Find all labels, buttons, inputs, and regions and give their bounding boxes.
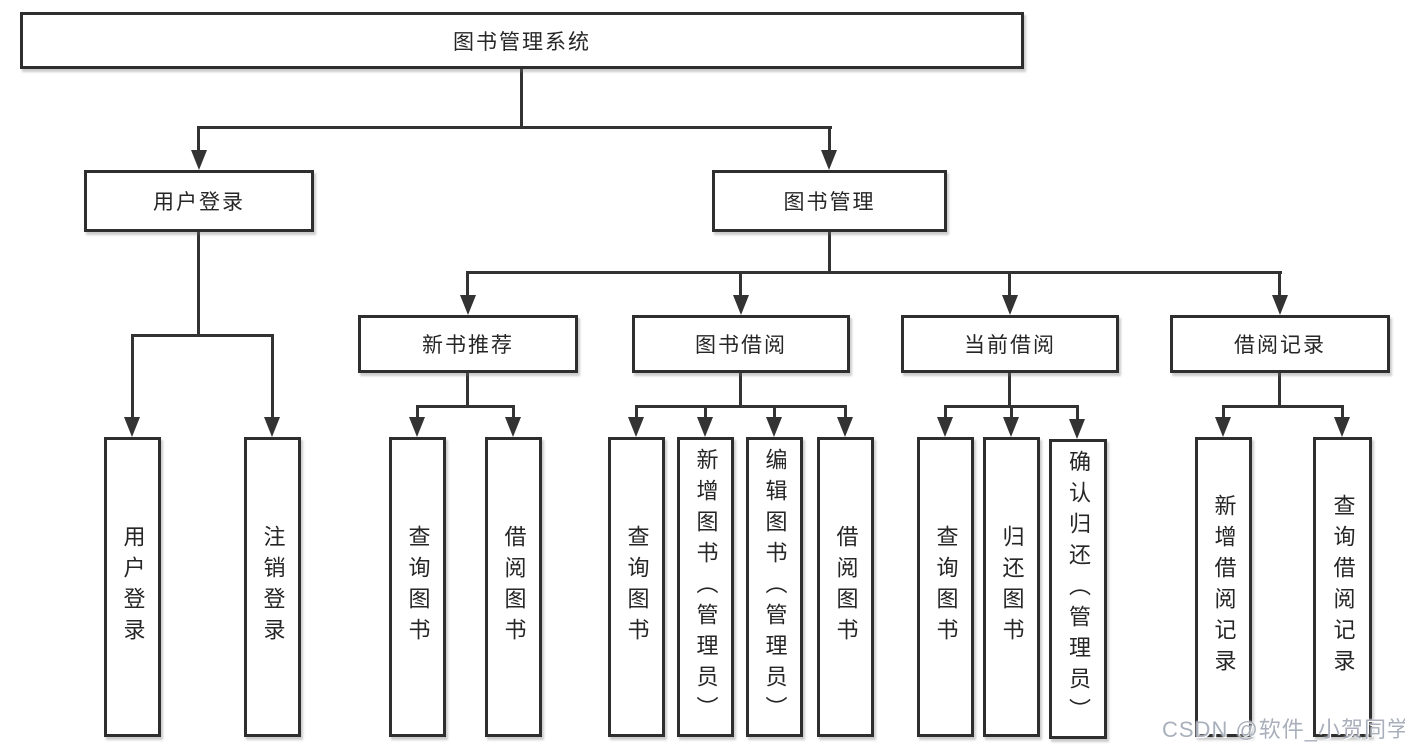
connector-drop-query-books-1 <box>416 405 419 423</box>
connector-drop-borrowing <box>739 271 742 298</box>
connector-login-stem <box>197 232 200 336</box>
leaf-edit-book-admin: 编辑图书（管理员） <box>746 437 803 737</box>
connector-drop-leaf-user-login <box>131 334 134 420</box>
arrow-down-icon <box>1334 417 1350 437</box>
arrow-down-icon <box>1003 417 1019 437</box>
connector-records-rail <box>1222 405 1344 408</box>
arrow-down-icon <box>766 417 782 437</box>
leaf-logout: 注销登录 <box>244 437 301 737</box>
connector-drop-current <box>1008 271 1011 298</box>
arrow-down-icon <box>837 417 853 437</box>
arrow-down-icon <box>505 417 521 437</box>
arrow-down-icon <box>1069 419 1085 439</box>
arrow-down-icon <box>1272 295 1288 315</box>
node-current-borrowing: 当前借阅 <box>901 315 1119 373</box>
connector-records-stem <box>1278 373 1281 407</box>
arrow-down-icon <box>937 417 953 437</box>
connector-login-rail <box>131 334 274 337</box>
connector-drop-borrow-books-1 <box>512 405 515 423</box>
node-user-login: 用户登录 <box>84 170 314 232</box>
arrow-down-icon <box>1215 417 1231 437</box>
connector-drop-borrow-books-2 <box>844 405 847 423</box>
node-root-system: 图书管理系统 <box>20 12 1024 69</box>
connector-level2-rail <box>197 126 832 129</box>
arrow-down-icon <box>409 417 425 437</box>
leaf-user-login: 用户登录 <box>104 437 161 737</box>
node-book-borrowing: 图书借阅 <box>632 315 850 373</box>
leaf-query-borrow-record: 查询借阅记录 <box>1313 437 1372 737</box>
connector-drop-leaf-logout <box>271 334 274 420</box>
connector-drop-query-books-3 <box>944 405 947 423</box>
connector-current-stem <box>1008 373 1011 407</box>
arrow-down-icon <box>733 295 749 315</box>
connector-drop-user-login <box>197 126 200 154</box>
connector-drop-book-management <box>828 126 831 154</box>
arrow-down-icon <box>264 417 280 437</box>
leaf-add-borrow-record: 新增借阅记录 <box>1195 437 1252 737</box>
arrow-down-icon <box>628 417 644 437</box>
leaf-query-books-current: 查询图书 <box>917 437 974 737</box>
arrow-down-icon <box>191 150 207 170</box>
arrow-down-icon <box>697 417 713 437</box>
connector-drop-edit-book <box>773 405 776 423</box>
leaf-borrow-books-recommend: 借阅图书 <box>485 437 542 737</box>
connector-drop-records <box>1278 271 1281 298</box>
arrow-down-icon <box>460 295 476 315</box>
leaf-add-book-admin: 新增图书（管理员） <box>677 437 734 737</box>
connector-drop-add-book <box>704 405 707 423</box>
connector-management-stem <box>828 232 831 273</box>
leaf-query-books-recommend: 查询图书 <box>389 437 446 737</box>
csdn-watermark: CSDN @软件_小贺同学 <box>1162 717 1405 742</box>
node-borrowing-records: 借阅记录 <box>1170 315 1390 373</box>
arrow-down-icon <box>821 150 837 170</box>
connector-borrowing-rail <box>635 405 847 408</box>
leaf-return-books: 归还图书 <box>983 437 1040 737</box>
arrow-down-icon <box>124 417 140 437</box>
leaf-confirm-return-admin: 确认归还（管理员） <box>1049 439 1107 739</box>
connector-drop-query-record <box>1341 405 1344 423</box>
connector-recommend-stem <box>466 373 469 407</box>
connector-drop-return-books <box>1010 405 1013 423</box>
connector-drop-recommend <box>466 271 469 298</box>
connector-root-stem <box>520 69 523 128</box>
node-book-management: 图书管理 <box>712 170 947 232</box>
leaf-query-books-borrowing: 查询图书 <box>608 437 665 737</box>
connector-drop-query-books-2 <box>635 405 638 423</box>
leaf-borrow-books-borrowing: 借阅图书 <box>817 437 874 737</box>
connector-drop-confirm-return <box>1076 405 1079 425</box>
connector-level3-rail <box>466 271 1282 274</box>
node-new-book-recommend: 新书推荐 <box>358 315 578 373</box>
arrow-down-icon <box>1002 295 1018 315</box>
connector-drop-add-record <box>1222 405 1225 423</box>
connector-borrowing-stem <box>739 373 742 407</box>
connector-recommend-rail <box>416 405 515 408</box>
